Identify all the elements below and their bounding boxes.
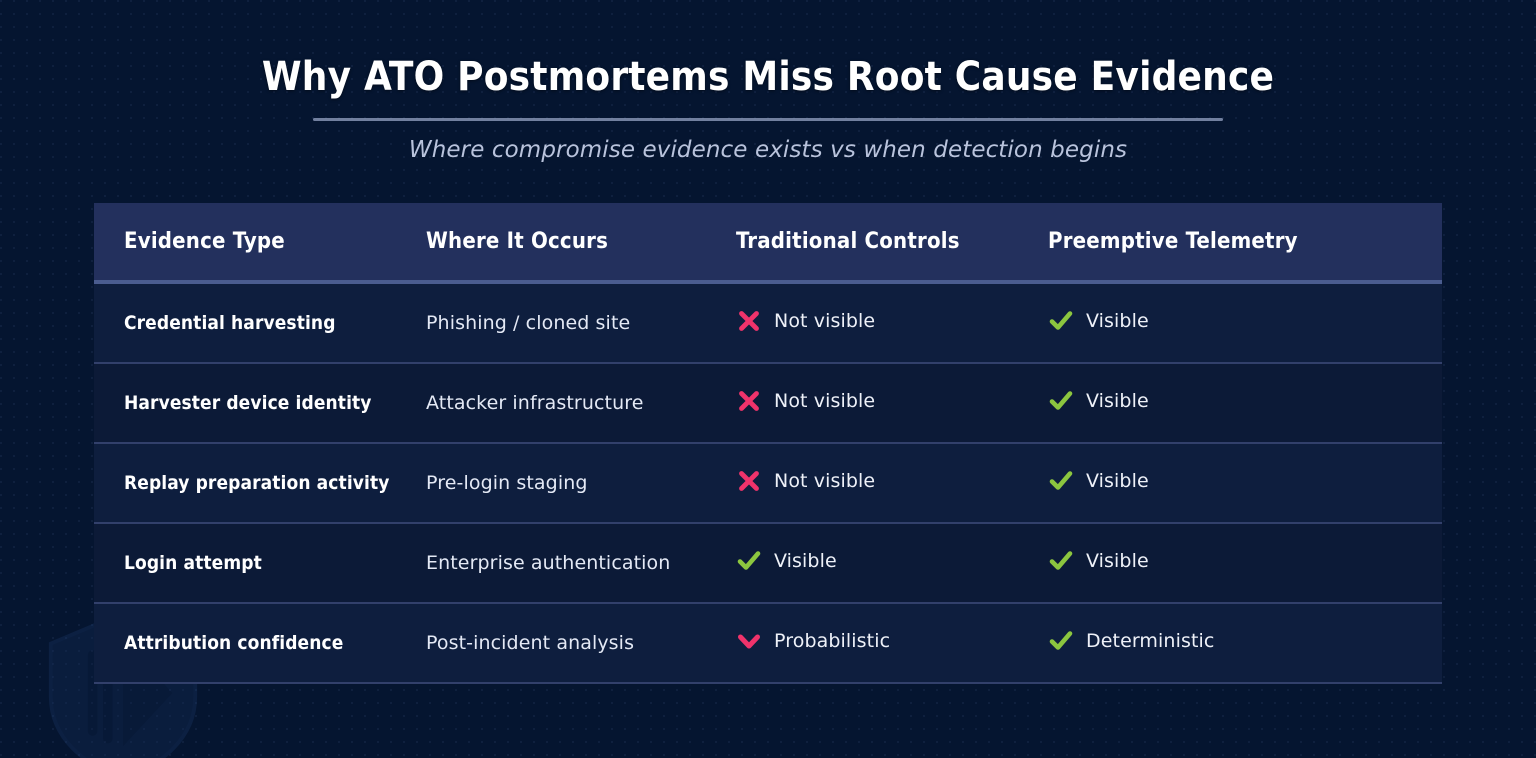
cross-icon	[736, 468, 762, 494]
cell-traditional: Not visible	[736, 443, 1048, 524]
cell-preemptive: Visible	[1048, 363, 1442, 444]
status-label: Not visible	[774, 470, 876, 492]
status-badge: Visible	[1048, 468, 1149, 494]
status-label: Visible	[1086, 390, 1149, 412]
check-icon	[1048, 548, 1074, 574]
cell-traditional: Visible	[736, 523, 1048, 604]
status-badge: Visible	[1048, 308, 1149, 334]
column-header-evidence-type: Evidence Type	[94, 203, 426, 284]
cross-icon	[736, 308, 762, 334]
cell-where-it-occurs: Pre-login staging	[426, 443, 736, 524]
cell-preemptive: Deterministic	[1048, 603, 1442, 684]
status-label: Not visible	[774, 310, 876, 332]
status-badge: Not visible	[736, 308, 875, 334]
cell-traditional: Not visible	[736, 363, 1048, 444]
status-badge: Not visible	[736, 468, 875, 494]
cell-where-it-occurs: Attacker infrastructure	[426, 363, 736, 444]
table-header-row: Evidence Type Where It Occurs Traditiona…	[94, 203, 1442, 284]
cell-traditional: Not visible	[736, 282, 1048, 364]
status-badge: Visible	[1048, 548, 1149, 574]
cell-where-it-occurs: Phishing / cloned site	[426, 282, 736, 364]
cell-evidence-type: Harvester device identity	[94, 363, 426, 444]
check-icon	[736, 548, 762, 574]
page-subtitle: Where compromise evidence exists vs when…	[408, 137, 1128, 163]
cross-icon	[736, 388, 762, 414]
status-badge: Visible	[736, 548, 837, 574]
title-divider	[313, 118, 1223, 121]
check-icon	[1048, 308, 1074, 334]
chevron-down-icon	[736, 628, 762, 654]
column-header-preemptive-telemetry: Preemptive Telemetry	[1048, 203, 1442, 284]
check-icon	[1048, 388, 1074, 414]
table-header: Evidence Type Where It Occurs Traditiona…	[94, 203, 1442, 284]
status-label: Visible	[1086, 550, 1149, 572]
cell-evidence-type: Attribution confidence	[94, 603, 426, 684]
status-label: Visible	[1086, 470, 1149, 492]
check-icon	[1048, 468, 1074, 494]
status-badge: Probabilistic	[736, 628, 890, 654]
status-badge: Not visible	[736, 388, 875, 414]
cell-evidence-type: Replay preparation activity	[94, 443, 426, 524]
evidence-matrix-table: Evidence Type Where It Occurs Traditiona…	[94, 203, 1442, 684]
cell-traditional: Probabilistic	[736, 603, 1048, 684]
header: Why ATO Postmortems Miss Root Cause Evid…	[0, 0, 1536, 163]
page-title: Why ATO Postmortems Miss Root Cause Evid…	[261, 54, 1275, 100]
status-label: Visible	[774, 550, 837, 572]
cell-preemptive: Visible	[1048, 523, 1442, 604]
check-icon	[1048, 628, 1074, 654]
cell-preemptive: Visible	[1048, 443, 1442, 524]
status-badge: Deterministic	[1048, 628, 1214, 654]
cell-evidence-type: Credential harvesting	[94, 282, 426, 364]
cell-where-it-occurs: Enterprise authentication	[426, 523, 736, 604]
evidence-matrix-wrapper: Evidence Type Where It Occurs Traditiona…	[94, 203, 1442, 684]
column-header-where-it-occurs: Where It Occurs	[426, 203, 736, 284]
status-label: Not visible	[774, 390, 876, 412]
status-badge: Visible	[1048, 388, 1149, 414]
cell-where-it-occurs: Post-incident analysis	[426, 603, 736, 684]
status-label: Deterministic	[1086, 630, 1215, 652]
cell-evidence-type: Login attempt	[94, 523, 426, 604]
column-header-traditional-controls: Traditional Controls	[736, 203, 1048, 284]
status-label: Probabilistic	[774, 630, 891, 652]
status-label: Visible	[1086, 310, 1149, 332]
cell-preemptive: Visible	[1048, 282, 1442, 364]
